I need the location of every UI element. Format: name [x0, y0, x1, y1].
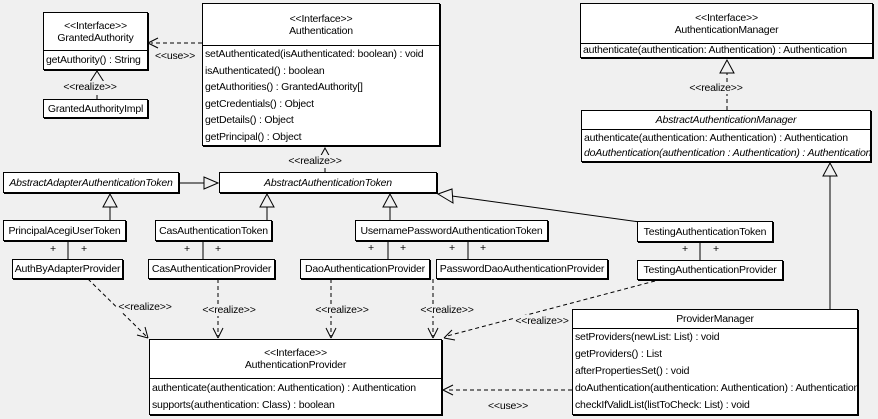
use-label: <<use>> — [486, 400, 530, 412]
class-name: AbstractAuthenticationToken — [264, 176, 392, 189]
realize-label: <<realize>> — [62, 81, 118, 93]
realize-label: <<realize>> — [688, 82, 744, 94]
class-authentication-manager[interactable]: <<Interface>> AuthenticationManager auth… — [580, 3, 873, 58]
class-testing-authentication-provider[interactable]: TestingAuthenticationProvider — [637, 260, 783, 280]
class-name: GrantedAuthority — [57, 31, 134, 44]
realize-label: <<realize>> — [419, 304, 475, 316]
multiplicity-label: + — [480, 242, 486, 254]
realize-label: <<realize>> — [201, 304, 257, 316]
class-name: AbstractAuthenticationManager — [655, 114, 797, 126]
class-header: <<Interface>> Authentication — [203, 4, 439, 46]
class-abstract-authentication-manager[interactable]: AbstractAuthenticationManager authentica… — [581, 110, 871, 162]
method: supports(authentication: Class) : boolea… — [152, 399, 335, 411]
multiplicity-label: + — [368, 242, 374, 254]
generalization-provider-manager-to-abstract-authentication-manager — [822, 161, 838, 310]
multiplicity-label: + — [713, 243, 719, 255]
method: isAuthenticated() : boolean — [205, 64, 325, 77]
method: getCredentials() : Object — [205, 97, 314, 110]
use-authentication-to-granted-authority — [147, 37, 202, 49]
generalization-principal-token-to-aaat — [102, 192, 118, 220]
class-cas-authentication-provider[interactable]: CasAuthenticationProvider — [148, 259, 275, 279]
method: getAuthority() : String — [46, 53, 141, 66]
class-name: DaoAuthenticationProvider — [305, 263, 425, 275]
class-password-dao-authentication-provider[interactable]: PasswordDaoAuthenticationProvider — [436, 259, 608, 279]
method: getAuthorities() : GrantedAuthority[] — [205, 81, 363, 93]
multiplicity-label: + — [400, 242, 406, 254]
class-name: AuthByAdapterProvider — [14, 263, 121, 275]
class-stereotype: <<Interface>> — [289, 12, 353, 25]
class-name: Authentication — [289, 24, 353, 37]
method: authenticate(authentication: Authenticat… — [584, 131, 848, 144]
method: doAuthentication(authentication : Authen… — [584, 147, 872, 159]
realize-label: <<realize>> — [117, 301, 173, 313]
class-abstract-authentication-token[interactable]: AbstractAuthenticationToken — [219, 172, 437, 193]
generalization-testing-token-to-aat — [436, 188, 641, 223]
class-name: CasAuthenticationProvider — [151, 263, 272, 275]
class-abstract-adapter-authentication-token[interactable]: AbstractAdapterAuthenticationToken — [3, 172, 179, 193]
class-name: UsernamePasswordAuthenticationToken — [360, 224, 543, 237]
realize-label: <<realize>> — [514, 315, 570, 327]
method: setAuthenticated(isAuthenticated: boolea… — [205, 48, 424, 60]
class-stereotype: <<Interface>> — [64, 19, 127, 32]
class-header: <<Interface>> AuthenticationProvider — [150, 340, 441, 379]
realize-label: <<realize>> — [314, 304, 370, 316]
use-label: <<use>> — [153, 50, 197, 62]
class-stereotype: <<Interface>> — [264, 347, 327, 359]
method: checkIfValidList(listToCheck: List) : vo… — [575, 399, 750, 412]
generalization-cas-token-to-aat — [259, 192, 275, 220]
class-header: ProviderManager — [573, 310, 857, 329]
method: getDetails() : Object — [205, 114, 294, 126]
generalization-aaat-to-abstract-authentication-token — [179, 176, 220, 190]
class-granted-authority-impl[interactable]: GrantedAuthorityImpl — [43, 99, 148, 118]
method: doAuthentication(authentication: Authent… — [575, 382, 860, 395]
class-dao-authentication-provider[interactable]: DaoAuthenticationProvider — [300, 259, 430, 279]
multiplicity-label: + — [50, 243, 56, 255]
method: afterPropertiesSet() : void — [575, 365, 690, 378]
generalization-username-password-token-to-aat — [382, 192, 398, 220]
class-name: TestingAuthenticationProvider — [643, 264, 777, 276]
multiplicity-label: + — [215, 243, 221, 255]
realize-testing-provider-to-authentication-provider — [443, 280, 656, 341]
multiplicity-label: + — [449, 242, 455, 254]
realize-aam-to-authentication-manager — [719, 58, 735, 110]
class-authentication-provider[interactable]: <<Interface>> AuthenticationProvider aut… — [149, 339, 442, 415]
class-auth-by-adapter-provider[interactable]: AuthByAdapterProvider — [12, 259, 123, 279]
method: setProviders(newList: List) : void — [575, 331, 720, 344]
class-stereotype: <<Interface>> — [695, 11, 758, 24]
class-name: GrantedAuthorityImpl — [47, 102, 144, 115]
class-granted-authority[interactable]: <<Interface>> GrantedAuthority getAuthor… — [43, 12, 148, 70]
multiplicity-label: + — [184, 243, 190, 255]
class-name: TestingAuthenticationToken — [643, 225, 767, 238]
class-name: AuthenticationProvider — [244, 359, 347, 371]
class-name: AuthenticationManager — [674, 23, 779, 36]
class-name: AbstractAdapterAuthenticationToken — [9, 176, 173, 189]
method: getPrincipal() : Object — [205, 130, 302, 143]
realize-label: <<realize>> — [287, 155, 343, 167]
class-name: PasswordDaoAuthenticationProvider — [439, 263, 605, 275]
class-name: PrincipalAcegiUserToken — [8, 224, 121, 237]
class-principal-acegi-user-token[interactable]: PrincipalAcegiUserToken — [3, 220, 126, 241]
method: authenticate(authentication: Authenticat… — [152, 381, 416, 394]
class-authentication[interactable]: <<Interface>> Authentication setAuthenti… — [202, 3, 440, 146]
class-provider-manager[interactable]: ProviderManager setProviders(newList: Li… — [572, 309, 860, 415]
method: getProviders() : List — [575, 348, 662, 361]
class-header: <<Interface>> AuthenticationManager — [581, 4, 872, 44]
class-cas-authentication-token[interactable]: CasAuthenticationToken — [155, 220, 272, 241]
method: authenticate(authentication: Authenticat… — [583, 44, 847, 57]
use-provider-manager-to-authentication-provider — [442, 384, 572, 396]
class-testing-authentication-token[interactable]: TestingAuthenticationToken — [637, 221, 773, 242]
realize-authbyadapter-to-authentication-provider — [87, 278, 149, 339]
class-header: <<Interface>> GrantedAuthority — [44, 13, 147, 51]
class-username-password-authentication-token[interactable]: UsernamePasswordAuthenticationToken — [355, 220, 548, 241]
class-name: CasAuthenticationToken — [159, 224, 268, 237]
class-name: ProviderManager — [676, 313, 754, 325]
class-header: AbstractAuthenticationManager — [582, 111, 870, 130]
multiplicity-label: + — [81, 243, 87, 255]
multiplicity-label: + — [682, 243, 688, 255]
